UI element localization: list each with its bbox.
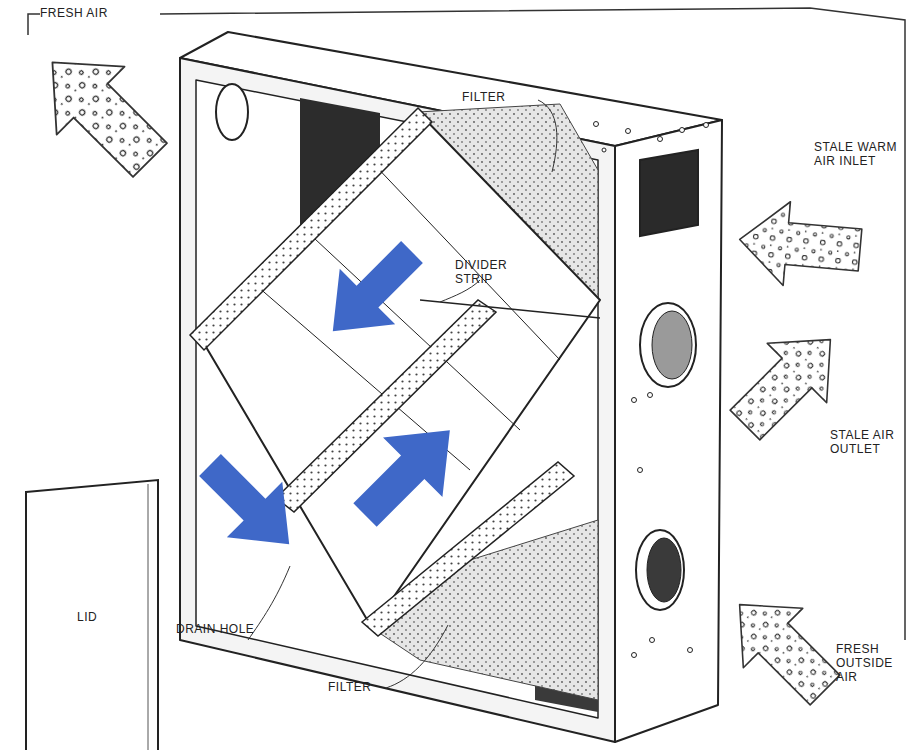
part-label: FILTER bbox=[328, 680, 398, 694]
lid-label: LID bbox=[77, 610, 97, 624]
part-label: STALE WARM AIR INLET bbox=[814, 140, 902, 168]
screw bbox=[680, 128, 685, 133]
divider-strip bbox=[190, 108, 432, 350]
heat-exchanger-core bbox=[196, 112, 600, 628]
airflow-arrow bbox=[18, 28, 183, 193]
screw bbox=[688, 648, 693, 653]
screw bbox=[704, 123, 709, 128]
screw bbox=[638, 468, 643, 473]
duct-port bbox=[640, 150, 698, 236]
screw bbox=[650, 638, 655, 643]
divider-strip bbox=[420, 300, 600, 318]
part-label: FRESH OUTSIDE AIR bbox=[836, 642, 912, 684]
part-label: FILTER bbox=[462, 90, 532, 104]
cabinet bbox=[180, 32, 722, 742]
duct-port bbox=[652, 311, 692, 379]
screw bbox=[648, 393, 653, 398]
part-label: DRAIN HOLE bbox=[176, 622, 286, 636]
page-frame bbox=[28, 8, 905, 640]
flow-arrow bbox=[182, 224, 479, 572]
cabinet bbox=[180, 58, 615, 742]
part-label: DIVIDER STRIP bbox=[455, 258, 517, 286]
part-label: FRESH AIR bbox=[40, 6, 170, 20]
leader-line bbox=[538, 100, 557, 172]
leader-line bbox=[386, 625, 448, 688]
cabinet bbox=[615, 120, 722, 742]
duct-port bbox=[216, 84, 248, 140]
part-label: STALE AIR OUTLET bbox=[830, 428, 908, 456]
flow-arrow bbox=[305, 224, 440, 359]
screw bbox=[602, 148, 606, 152]
screw bbox=[632, 398, 637, 403]
flow-arrow bbox=[182, 437, 317, 572]
lid-edge bbox=[148, 484, 149, 750]
divider-strip bbox=[190, 108, 600, 636]
duct-port bbox=[647, 538, 681, 602]
duct-port bbox=[636, 530, 684, 610]
lid-panel: LID bbox=[22, 478, 162, 750]
screw bbox=[632, 653, 637, 658]
duct-port bbox=[640, 303, 696, 387]
screw bbox=[594, 122, 709, 658]
page-frame bbox=[28, 14, 40, 35]
airflow-arrow bbox=[710, 575, 855, 720]
screw bbox=[658, 137, 663, 142]
lid-outline bbox=[26, 480, 158, 750]
screw bbox=[626, 129, 631, 134]
screw bbox=[594, 122, 599, 127]
flow-arrow bbox=[335, 400, 479, 544]
airflow-arrow bbox=[736, 198, 864, 292]
heat-exchanger-core bbox=[300, 225, 520, 430]
heat-exchanger-core bbox=[196, 112, 600, 628]
leader-line bbox=[248, 100, 557, 688]
